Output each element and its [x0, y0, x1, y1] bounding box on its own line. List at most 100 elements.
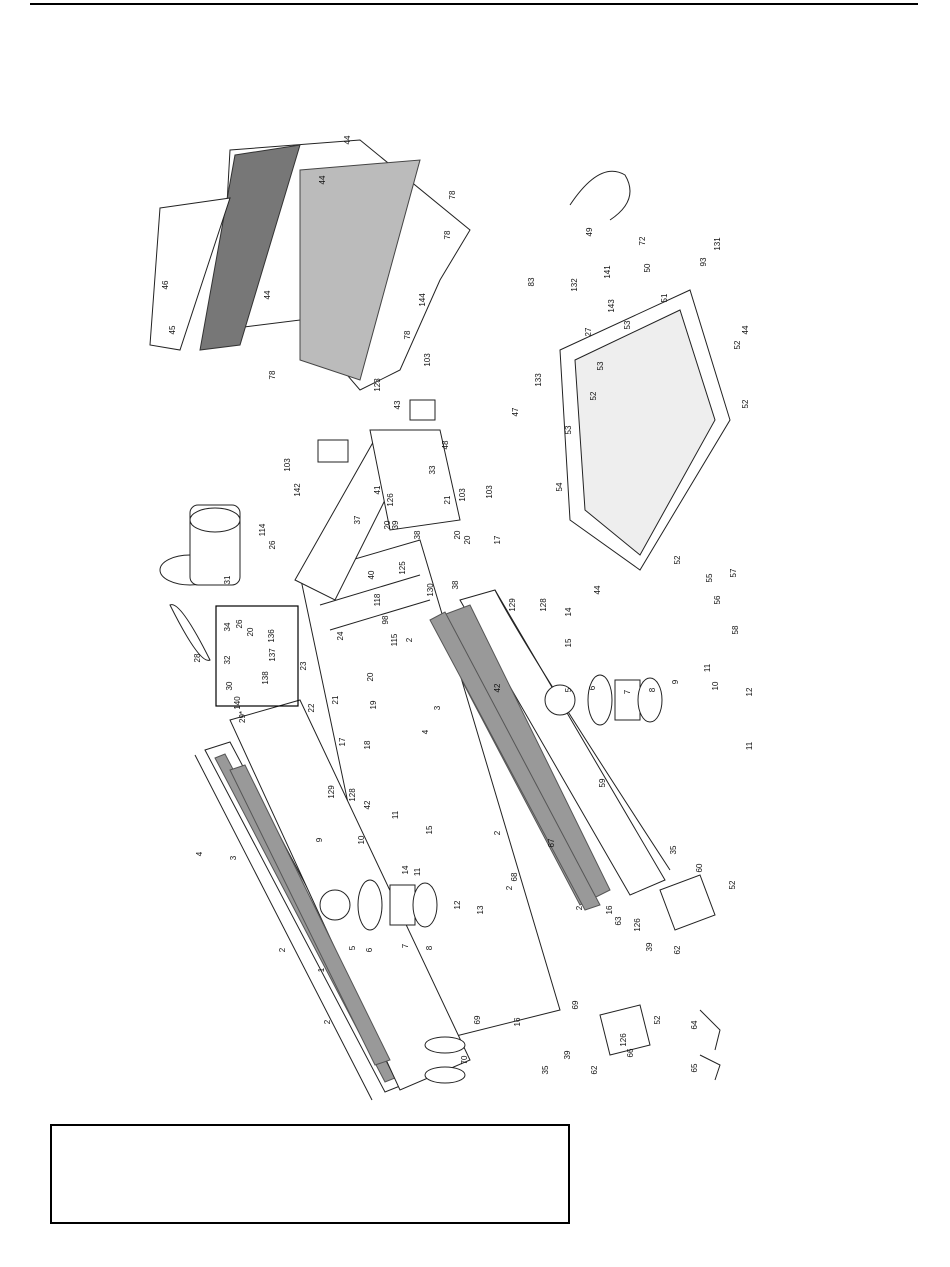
part-number-label: 98 — [381, 615, 390, 624]
part-number-label: 52 — [728, 880, 737, 889]
part-number-label: 24 — [336, 631, 345, 640]
part-number-label: 5 — [564, 687, 573, 692]
part-number-label: 6 — [365, 947, 374, 952]
part-number-label: 28 — [193, 653, 202, 662]
part-number-label: 144 — [418, 293, 427, 307]
part-number-label: 38 — [413, 530, 422, 539]
part-number-label: 2 — [505, 885, 514, 890]
part-number-label: 60 — [695, 863, 704, 872]
note-box — [50, 1124, 570, 1224]
part-number-label: 3 — [229, 855, 238, 860]
part-number-label: 12 — [745, 687, 754, 696]
part-number-label: 58 — [731, 625, 740, 634]
belt-drawing — [169, 604, 211, 661]
part-number-label: 59 — [598, 778, 607, 787]
hood-drawing — [149, 139, 471, 391]
diagram-linework — [149, 139, 731, 1101]
part-number-label: 63 — [614, 916, 623, 925]
part-number-label: 30 — [225, 681, 234, 690]
springs-drawing — [424, 1036, 466, 1084]
part-number-label: 9 — [315, 837, 324, 842]
part-number-label: 103 — [458, 488, 467, 502]
part-number-label: 18 — [363, 740, 372, 749]
part-number-label: 129 — [508, 598, 517, 612]
foot-rail-drawing — [229, 611, 601, 1066]
part-number-label: 78 — [448, 190, 457, 199]
part-number-label: 20 — [383, 520, 392, 529]
part-number-label: 55 — [705, 573, 714, 582]
part-number-label: 62 — [673, 945, 682, 954]
part-number-label: 52 — [741, 399, 750, 408]
part-number-label: 114 — [258, 523, 267, 536]
part-number-label: 44 — [593, 585, 602, 594]
part-number-label: 22 — [307, 703, 316, 712]
part-number-label: 34 — [223, 622, 232, 631]
part-number-label: 4 — [195, 851, 204, 856]
part-number-label: 69 — [571, 1000, 580, 1009]
part-number-label: 126 — [633, 918, 642, 932]
part-number-label: 11 — [391, 810, 400, 819]
part-number-label: 103 — [485, 485, 494, 499]
part-number-label: 2 — [278, 947, 287, 952]
part-number-label: 72 — [638, 236, 647, 245]
part-number-label: 3 — [433, 705, 442, 710]
part-number-label: 11 — [413, 867, 422, 876]
part-number-label: 16 — [605, 905, 614, 914]
part-number-label: 6 — [588, 685, 597, 690]
part-number-label: 7 — [623, 689, 632, 694]
part-number-label: 64 — [690, 1020, 699, 1029]
part-number-label: 15 — [425, 825, 434, 834]
part-number-label: 26 — [235, 619, 244, 628]
part-number-label: 38 — [451, 580, 460, 589]
part-number-label: 56 — [713, 595, 722, 604]
part-number-label: 45 — [168, 325, 177, 334]
part-number-label: 103 — [423, 353, 432, 367]
part-number-label: 143 — [607, 299, 616, 313]
part-number-label: 140 — [233, 696, 242, 710]
leveler-bars-drawing — [699, 1009, 721, 1081]
part-number-label: 66 — [626, 1048, 635, 1057]
detail-inset-box — [215, 605, 299, 707]
part-number-label: 11 — [745, 741, 754, 750]
part-number-label: 20 — [366, 672, 375, 681]
part-number-label: 41 — [373, 485, 382, 494]
part-number-label: 2 — [405, 637, 414, 642]
part-number-label: 48 — [441, 440, 450, 449]
part-number-label: 128 — [539, 598, 548, 612]
part-number-label: 8 — [425, 945, 434, 950]
part-number-label: 1 — [317, 967, 326, 972]
part-number-label: 20 — [246, 627, 255, 636]
part-number-label: 70 — [460, 1055, 469, 1064]
part-number-label: 27 — [584, 327, 593, 336]
part-number-label: 103 — [283, 458, 292, 472]
part-number-label: 52 — [653, 1015, 662, 1024]
part-number-label: 16 — [513, 1017, 522, 1026]
part-number-label: 20 — [453, 530, 462, 539]
part-number-label: 39 — [563, 1050, 572, 1059]
part-number-label: 53 — [596, 361, 605, 370]
part-number-label: 17 — [493, 535, 502, 544]
part-number-label: 43 — [393, 400, 402, 409]
part-number-label: 33 — [428, 465, 437, 474]
part-number-label: 126 — [619, 1033, 628, 1047]
top-rule — [30, 3, 918, 5]
part-number-label: 14 — [401, 865, 410, 874]
part-number-label: 47 — [511, 407, 520, 416]
part-number-label: 131 — [713, 237, 722, 251]
part-number-label: 20 — [463, 535, 472, 544]
part-number-label: 123 — [373, 378, 382, 392]
part-number-label: 35 — [669, 845, 678, 854]
part-number-label: 23 — [299, 661, 308, 670]
part-number-label: 125 — [398, 561, 407, 575]
part-number-label: 115 — [390, 633, 399, 646]
part-number-label: 93 — [699, 257, 708, 266]
part-number-label: 40 — [367, 570, 376, 579]
part-number-label: 50 — [643, 263, 652, 272]
part-number-label: 10 — [357, 835, 366, 844]
frame-body-drawing — [229, 539, 561, 1091]
part-number-label: 44 — [318, 175, 327, 184]
part-number-label: 15 — [564, 638, 573, 647]
part-number-label: 2 — [575, 905, 584, 910]
